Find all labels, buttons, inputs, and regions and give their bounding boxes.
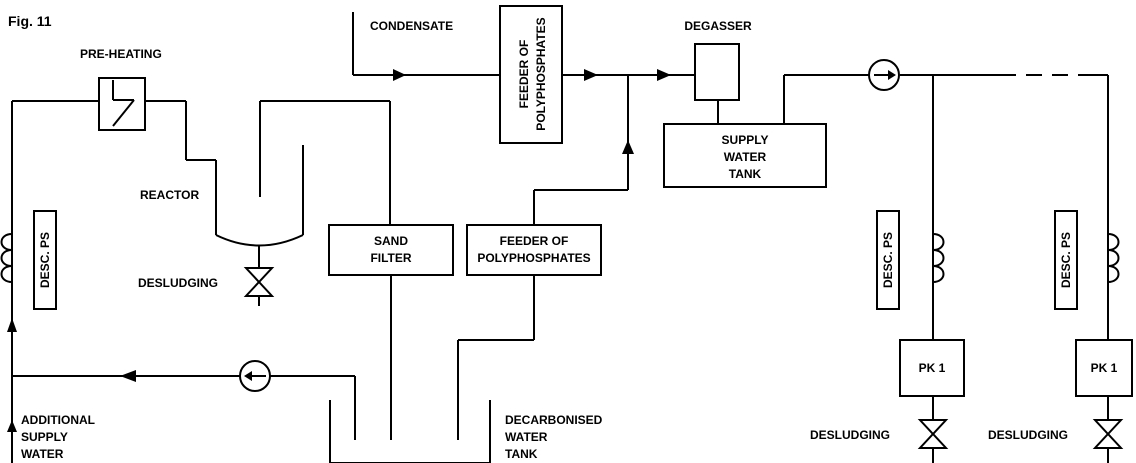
pk-box-2 <box>1075 339 1133 397</box>
feeder-horizontal-line-1: FEEDER OF <box>500 234 569 248</box>
supply-tank-line-2: WATER <box>724 150 767 164</box>
pre-heating-label: PRE-HEATING <box>80 47 162 61</box>
reactor-label: REACTOR <box>140 188 199 202</box>
degasser-label: DEGASSER <box>684 19 752 33</box>
pk-label-2: PK 1 <box>1091 361 1118 375</box>
feeder-horizontal-box <box>466 224 602 276</box>
pk-label-1: PK 1 <box>919 361 946 375</box>
supply-tank-line-1: SUPPLY <box>722 133 769 147</box>
coil-left <box>0 233 13 283</box>
feeder-vertical-line-1: FEEDER OF <box>517 40 531 109</box>
pre-heater <box>98 77 216 161</box>
outlet-line <box>783 74 1108 124</box>
condensate-line <box>352 12 500 81</box>
desc-ps-box-2 <box>1054 210 1078 310</box>
boiler-branch-2 <box>1092 75 1124 463</box>
pump-outlet <box>868 59 900 91</box>
desc-ps-label-2: DESC. PS <box>1059 232 1073 288</box>
desc-ps-label-1: DESC. PS <box>881 232 895 288</box>
pump-return <box>239 360 271 392</box>
sand-filter-box <box>328 224 454 276</box>
condensate-label: CONDENSATE <box>370 19 453 33</box>
sand-filter-line-1: SAND <box>374 234 408 248</box>
line-to-degasser <box>562 69 695 81</box>
supply-tank-line-3: TANK <box>729 167 762 181</box>
decarbonised-label-1: DECARBONISED <box>505 413 603 427</box>
figure-title: Fig. 11 <box>8 13 52 29</box>
feeder-vertical-box <box>499 5 563 144</box>
desc-ps-box-1 <box>876 210 900 310</box>
decarbonised-label-3: TANK <box>505 447 538 461</box>
pk-box-1 <box>899 339 965 397</box>
return-line <box>12 370 356 440</box>
feeder-horizontal-lines <box>457 75 634 440</box>
decarbonised-water-tank <box>329 400 491 463</box>
additional-supply-label-1: ADDITIONAL <box>21 413 95 427</box>
degasser-box <box>694 43 740 101</box>
additional-supply-label-2: SUPPLY <box>21 430 68 444</box>
decarbonised-label-2: WATER <box>505 430 548 444</box>
feeder-vertical-line-2: POLYPHOSPHATES <box>534 17 548 130</box>
desludging-label-2: DESLUDGING <box>988 428 1068 442</box>
feeder-horizontal-line-2: POLYPHOSPHATES <box>477 251 590 265</box>
desc-ps-box-left <box>33 210 57 310</box>
supply-water-tank-box <box>663 123 827 188</box>
desludging-valve-reactor <box>243 267 275 306</box>
reactor <box>215 100 391 268</box>
desludging-label-1: DESLUDGING <box>810 428 890 442</box>
sand-filter-line-2: FILTER <box>370 251 411 265</box>
additional-supply-label-3: WATER <box>21 447 64 461</box>
desludging-label-reactor: DESLUDGING <box>138 276 218 290</box>
boiler-branch-1 <box>917 75 949 463</box>
desc-ps-label-left: DESC. PS <box>38 232 52 288</box>
